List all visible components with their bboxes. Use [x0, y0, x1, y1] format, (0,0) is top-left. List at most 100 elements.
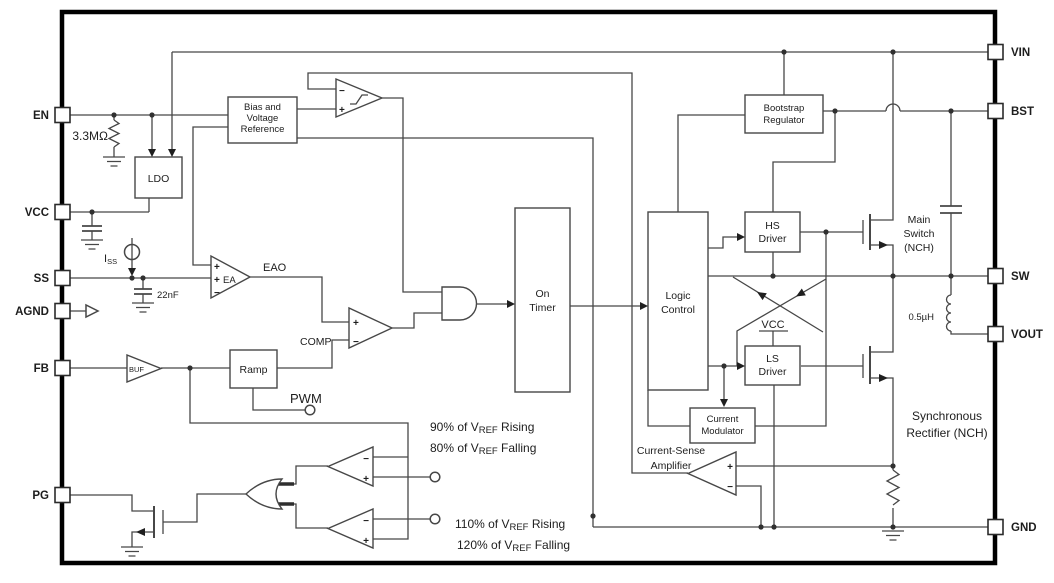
ls-driver-block: LS Driver	[744, 345, 801, 386]
ea-label: EA	[223, 275, 236, 286]
hysteresis-icon	[350, 94, 368, 105]
main-switch-l3: (NCH)	[904, 242, 934, 254]
pg-threshold-terminal-low	[429, 513, 441, 525]
threshold-90: 90% of VREF Rising	[430, 420, 534, 436]
pin-vout: VOUT	[987, 325, 1043, 343]
cm-l2: Modulator	[701, 426, 743, 437]
pin-vin-label: VIN	[1011, 47, 1030, 59]
buffer-amplifier: BUF	[126, 353, 163, 384]
bias-l3: Reference	[241, 124, 285, 135]
threshold-80: 80% of VREF Falling	[430, 441, 536, 457]
bias-voltage-reference-block: Bias and Voltage Reference	[227, 96, 298, 144]
vcc-rail-symbol: VCC	[759, 319, 788, 332]
ss-cap-label: 22nF	[157, 290, 179, 301]
current-modulator-block: Current Modulator	[689, 407, 756, 444]
or-gate	[244, 478, 284, 510]
pin-agnd-label: AGND	[15, 306, 49, 318]
pin-en-label: EN	[33, 110, 49, 122]
logic-l1: Logic	[665, 290, 690, 302]
iss-label: ISS	[104, 253, 117, 266]
eao-label: EAO	[263, 262, 287, 274]
pin-ss-label: SS	[34, 273, 50, 285]
vcc-capacitor	[82, 225, 102, 232]
pgc1-minus: −	[363, 454, 369, 465]
bootstrap-l2: Regulator	[763, 115, 804, 126]
pin-ss: SS	[34, 269, 71, 287]
ls-l2: Driver	[759, 366, 788, 378]
ea-minus: −	[214, 288, 220, 299]
pin-fb: FB	[34, 359, 71, 377]
current-sense-amplifier: + −	[686, 450, 737, 497]
hs-driver-block: HS Driver	[744, 211, 801, 253]
threshold-110: 110% of VREF Rising	[455, 517, 565, 533]
pin-vout-label: VOUT	[1011, 329, 1043, 341]
schmitt-plus: +	[339, 105, 345, 116]
pin-gnd: GND	[987, 518, 1037, 536]
ea-plus-mid: +	[214, 275, 220, 286]
csa-l1: Current-Sense	[637, 445, 705, 457]
pg-threshold-terminal-high	[429, 471, 441, 483]
pin-bst: BST	[987, 102, 1034, 120]
buf-label: BUF	[129, 365, 144, 374]
main-switch-mosfet	[862, 214, 888, 250]
ldo-block: LDO	[134, 156, 183, 199]
on-timer-l1: On	[535, 288, 549, 300]
pg-mosfet	[136, 506, 164, 538]
bootstrap-regulator-block: Bootstrap Regulator	[744, 94, 824, 134]
pin-agnd: AGND	[15, 302, 71, 320]
en-resistor	[107, 119, 121, 148]
pwm-label: PWM	[290, 391, 322, 406]
csa-l2: Amplifier	[651, 460, 692, 472]
pgc2-plus: +	[363, 536, 369, 547]
pin-sw-label: SW	[1011, 271, 1030, 283]
csa-plus: +	[727, 462, 733, 473]
pg-comparator-high: − +	[326, 445, 374, 488]
bootstrap-l1: Bootstrap	[764, 103, 805, 114]
threshold-120: 120% of VREF Falling	[457, 538, 570, 554]
inductor	[945, 294, 952, 332]
pgc2-minus: −	[363, 516, 369, 527]
on-timer-block: On Timer	[514, 207, 571, 393]
hs-l1: HS	[765, 220, 780, 232]
sync-rect-l2: Rectifier (NCH)	[906, 426, 987, 440]
hs-l2: Driver	[759, 233, 788, 245]
comp-minus: −	[353, 337, 359, 348]
ground-symbols	[81, 156, 904, 557]
main-switch-l2: Switch	[904, 228, 935, 240]
inductor-label: 0.5µH	[908, 312, 934, 323]
agnd-arrow	[85, 303, 100, 319]
ldo-label: LDO	[148, 173, 170, 185]
sync-rectifier-mosfet	[862, 346, 888, 384]
iss-current-source	[123, 243, 141, 276]
schmitt-minus: −	[339, 86, 345, 97]
logic-control-block: Logic Control	[647, 211, 709, 391]
pin-vcc: VCC	[25, 203, 71, 221]
pin-vin: VIN	[987, 43, 1030, 61]
pin-sw: SW	[987, 267, 1030, 285]
bootstrap-capacitor	[940, 205, 962, 214]
sync-rect-l1: Synchronous	[912, 409, 982, 423]
ramp-label: Ramp	[239, 364, 267, 376]
ramp-block: Ramp	[229, 349, 278, 389]
bias-l2: Voltage	[247, 113, 279, 124]
pin-pg: PG	[32, 486, 71, 504]
en-resistor-label: 3.3MΩ	[72, 129, 108, 143]
bias-l1: Bias and	[244, 102, 281, 113]
pwm-test-point	[304, 404, 316, 416]
and-gate	[441, 286, 478, 321]
pin-en: EN	[33, 106, 71, 124]
pin-pg-label: PG	[32, 490, 49, 502]
ss-capacitor	[134, 288, 152, 295]
comp-plus: +	[353, 318, 359, 329]
junction-dots	[89, 49, 954, 530]
sense-resistor	[885, 469, 901, 506]
main-switch-l1: Main	[908, 214, 931, 226]
comp-label: COMP	[300, 336, 332, 348]
ls-l1: LS	[766, 353, 779, 365]
schmitt-comparator: − +	[335, 77, 384, 119]
ic-boundary	[59, 9, 998, 566]
cm-l1: Current	[707, 414, 739, 425]
pin-bst-label: BST	[1011, 106, 1034, 118]
pwm-comparator: + −	[348, 306, 394, 350]
